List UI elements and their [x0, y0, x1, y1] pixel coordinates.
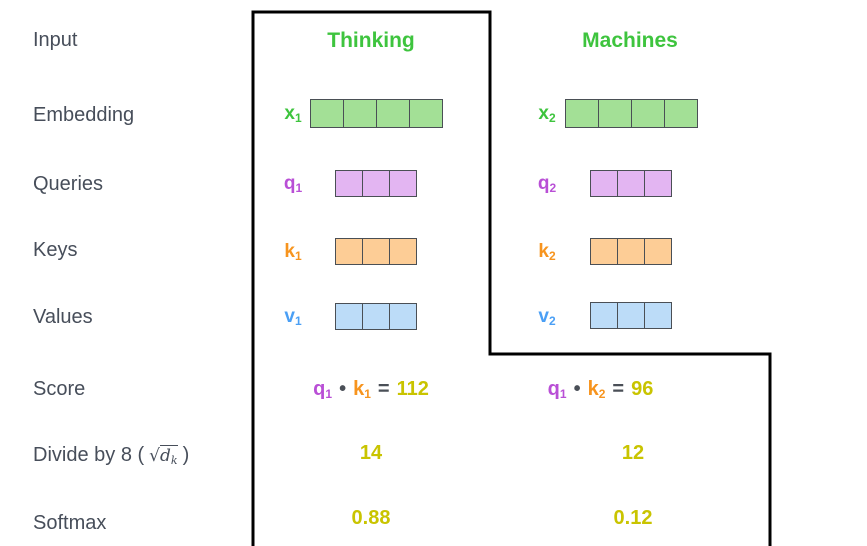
- row-label-embedding: Embedding: [33, 104, 135, 126]
- divide-label-prefix: Divide by 8 (: [33, 444, 145, 466]
- dot-product-icon: •: [573, 378, 581, 400]
- vector-cell: [618, 303, 645, 328]
- score2-k-term: k2: [587, 378, 606, 401]
- vector-cell: [363, 239, 390, 264]
- vector-cell: [344, 100, 377, 127]
- column-header-machines: Machines: [582, 29, 678, 52]
- v2-value-vector: [590, 302, 672, 329]
- vector-cell: [591, 303, 618, 328]
- softmax-value-1: 0.88: [351, 507, 391, 529]
- vector-cell: [645, 239, 671, 264]
- divide-value-1: 14: [359, 442, 383, 464]
- q2-query-vector: [590, 170, 672, 197]
- score1-q-term: q1: [313, 378, 333, 401]
- score2-q-term: q1: [547, 378, 567, 401]
- vector-cell: [390, 304, 416, 329]
- divide-label-suffix: ): [182, 444, 190, 466]
- k1-label: k1: [284, 241, 302, 263]
- q2-label: q2: [537, 173, 557, 195]
- vector-cell: [390, 239, 416, 264]
- vector-cell: [336, 171, 363, 196]
- row-label-divide: Divide by 8 (√dk): [33, 443, 189, 468]
- x2-label: x2: [538, 103, 556, 125]
- vector-cell: [311, 100, 344, 127]
- q1-label: q1: [283, 173, 303, 195]
- x1-label: x1: [284, 103, 302, 125]
- k2-key-vector: [590, 238, 672, 265]
- row-label-values: Values: [33, 306, 93, 328]
- vector-cell: [410, 100, 442, 127]
- vector-cell: [618, 239, 645, 264]
- vector-cell: [665, 100, 697, 127]
- sqrt-dk-formula: √dk: [149, 445, 178, 467]
- row-label-keys: Keys: [33, 239, 78, 261]
- k2-label: k2: [538, 241, 556, 263]
- score1-value: 112: [396, 378, 429, 400]
- score-equation-2: q1 • k2 = 96: [488, 378, 713, 401]
- k1-key-vector: [335, 238, 417, 265]
- row-label-softmax: Softmax: [33, 512, 107, 534]
- vector-cell: [566, 100, 599, 127]
- divide-value-2: 12: [621, 442, 645, 464]
- dot-product-icon: •: [339, 378, 347, 400]
- score2-value: 96: [631, 378, 654, 400]
- vector-cell: [632, 100, 665, 127]
- softmax-value-2: 0.12: [613, 507, 653, 529]
- v1-value-vector: [335, 303, 417, 330]
- x1-embedding-vector: [310, 99, 443, 128]
- score1-k-term: k1: [353, 378, 371, 401]
- vector-cell: [336, 304, 363, 329]
- score2-equals: =: [612, 378, 625, 400]
- x2-embedding-vector: [565, 99, 698, 128]
- v1-label: v1: [284, 306, 302, 328]
- vector-cell: [377, 100, 410, 127]
- vector-cell: [591, 171, 618, 196]
- vector-cell: [336, 239, 363, 264]
- row-label-input: Input: [33, 29, 78, 51]
- vector-cell: [591, 239, 618, 264]
- score1-equals: =: [377, 378, 390, 400]
- vector-cell: [363, 304, 390, 329]
- vector-cell: [645, 171, 671, 196]
- vector-cell: [599, 100, 632, 127]
- column-header-thinking: Thinking: [327, 29, 415, 52]
- vector-cell: [645, 303, 671, 328]
- score-equation-1: q1 • k1 = 112: [252, 378, 490, 401]
- q1-query-vector: [335, 170, 417, 197]
- v2-label: v2: [538, 306, 556, 328]
- vector-cell: [618, 171, 645, 196]
- vector-cell: [363, 171, 390, 196]
- row-label-queries: Queries: [33, 173, 104, 195]
- vector-cell: [390, 171, 416, 196]
- row-label-score: Score: [33, 378, 86, 400]
